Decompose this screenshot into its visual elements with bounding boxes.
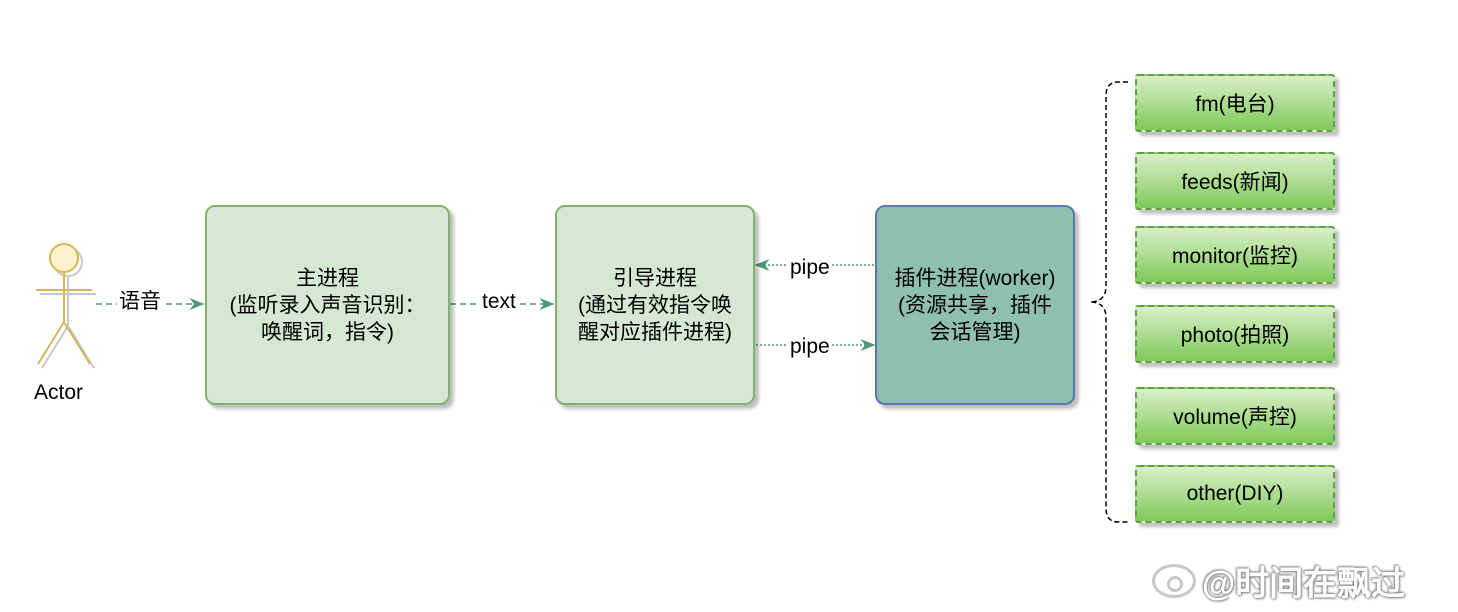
plugin-process-line-2: (资源共享，插件 [898,293,1052,317]
plugin-process-line-1: 插件进程(worker) [894,266,1056,290]
plugin-process-line-3: 会话管理) [929,320,1021,344]
actor-icon [36,243,96,369]
guide-process-line-2: (通过有效指令唤 [578,293,732,317]
plugin-process-node: 插件进程(worker) (资源共享，插件 会话管理) [875,205,1075,405]
plugin-feeds: feeds(新闻) [1135,152,1335,210]
edge-label-voice: 语音 [117,290,163,314]
guide-process-line-1: 引导进程 [613,266,697,290]
plugin-group-brace [1089,81,1128,523]
weibo-logo-icon [1152,563,1196,598]
guide-process-line-3: 醒对应插件进程) [578,320,732,344]
main-process-line-1: 主进程 [296,266,359,290]
plugin-photo: photo(拍照) [1135,305,1335,363]
guide-process-node: 引导进程 (通过有效指令唤 醒对应插件进程) [555,205,755,405]
watermark: @时间在飘过 [1152,556,1405,605]
edge-label-pipe-forward: pipe [788,335,832,359]
plugin-monitor: monitor(监控) [1135,226,1335,284]
plugin-other: other(DIY) [1135,465,1335,523]
plugin-fm: fm(电台) [1135,74,1335,132]
edge-label-pipe-back: pipe [788,256,832,280]
main-process-node: 主进程 (监听录入声音识别： 唤醒词，指令) [205,205,450,405]
plugin-volume: volume(声控) [1135,387,1335,445]
watermark-text: @时间在飘过 [1202,565,1406,603]
edge-label-text: text [480,290,518,314]
actor-label: Actor [34,381,84,404]
main-process-line-2: (监听录入声音识别： [229,293,426,317]
main-process-line-3: 唤醒词，指令) [261,320,394,344]
